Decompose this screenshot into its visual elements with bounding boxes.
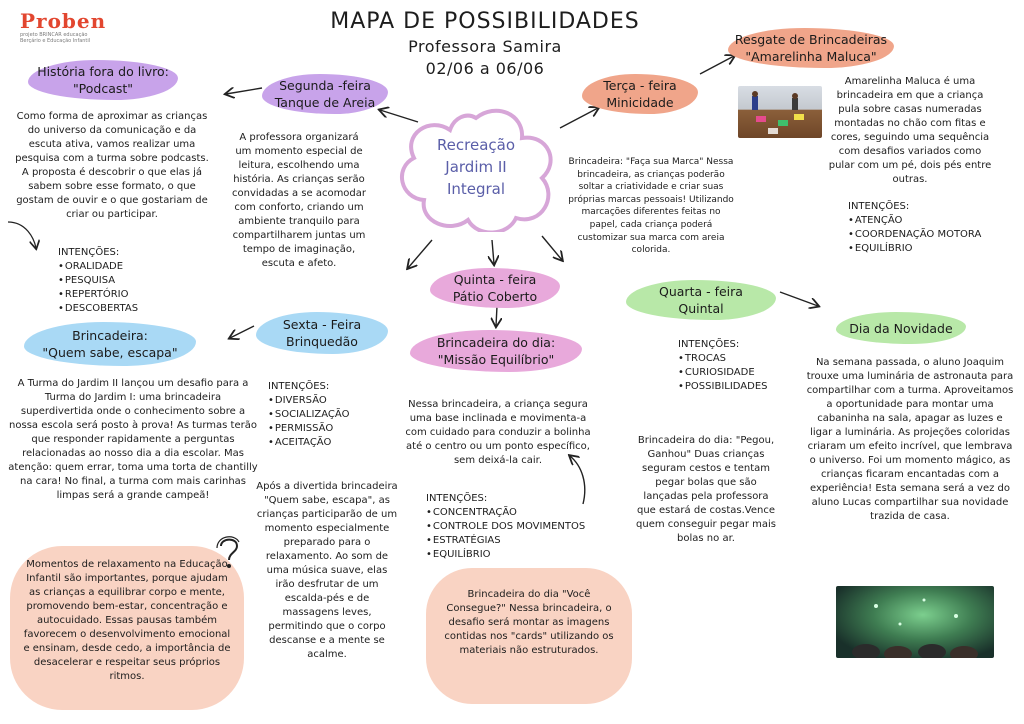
date-range: 02/06 a 06/06: [425, 59, 545, 78]
arrow-to-thursday-game: [496, 305, 497, 326]
novelty-title: Dia da Novidade: [849, 320, 953, 336]
monday-tag: Segunda -feira Tanque de Areia: [262, 74, 388, 114]
monday-day: Segunda -feira: [279, 78, 371, 93]
friday-tag: Sexta - Feira Brinquedão: [256, 312, 388, 354]
rescue-tag: Resgate de Brincadeiras "Amarelinha Malu…: [728, 28, 894, 68]
center-line-1: Recreação: [436, 136, 516, 154]
wednesday-intention: TROCAS: [678, 352, 798, 366]
monday-intentions: INTENÇÕES: ORALIDADE PESQUISA REPERTÓRIO…: [58, 246, 188, 316]
thursday-intentions-title: INTENÇÕES:: [426, 493, 488, 504]
logo: Proben projeto BRINCAR educação Berçário…: [20, 10, 120, 44]
wednesday-intention: CURIOSIDADE: [678, 366, 798, 380]
arrow-to-friday: [408, 239, 433, 268]
tuesday-intentions: INTENÇÕES: ATENÇÃO COORDENAÇÃO MOTORA EQ…: [848, 200, 998, 256]
arrow-to-intentions: [7, 221, 36, 248]
arrow-to-tuesday: [559, 108, 598, 129]
tuesday-intention: EQUILÍBRIO: [848, 242, 998, 256]
novelty-text: Na semana passada, o aluno Joaquim troux…: [806, 357, 1014, 522]
wednesday-intentions: INTENÇÕES: TROCAS CURIOSIDADE POSSIBILID…: [678, 338, 798, 394]
thursday-game-subtitle: "Missão Equilíbrio": [437, 352, 555, 367]
logo-name: Proben: [20, 9, 107, 33]
header: MAPA DE POSSIBILIDADES Professora Samira…: [300, 8, 670, 80]
monday-intention: DESCOBERTAS: [58, 302, 188, 316]
monday-place: Tanque de Areia: [274, 95, 376, 110]
friday-relax-text: Após a divertida brincadeira "Quem sabe,…: [256, 481, 398, 660]
rescue-text: Amarelinha Maluca é uma brincadeira em q…: [828, 76, 992, 185]
friday-intention: SOCIALIZAÇÃO: [268, 408, 388, 422]
arrow-to-rescue: [699, 56, 734, 75]
story-subtitle: "Podcast": [72, 81, 134, 96]
thursday-place: Pátio Coberto: [452, 289, 538, 304]
thursday-intention: ESTRATÉGIAS: [426, 534, 596, 548]
hopscotch-photo: [738, 86, 822, 138]
friday-day: Sexta - Feira: [282, 317, 362, 332]
center-label: Recreação Jardim II Integral: [412, 134, 540, 200]
thursday-intentions: INTENÇÕES: CONCENTRAÇÃO CONTROLE DOS MOV…: [426, 492, 596, 562]
tuesday-intentions-title: INTENÇÕES:: [848, 201, 910, 212]
thursday-tag: Quinta - feira Pátio Coberto: [430, 268, 560, 308]
thursday-game-text: Nessa brincadeira, a criança segura uma …: [405, 399, 591, 466]
wednesday-tag: Quarta - feira Quintal: [626, 280, 776, 320]
friday-intention: DIVERSÃO: [268, 394, 388, 408]
wednesday-intention: POSSIBILIDADES: [678, 380, 798, 394]
novelty-photo: [836, 586, 994, 658]
center-line-2: Jardim II: [445, 158, 507, 176]
center-line-3: Integral: [446, 180, 506, 198]
monday-text: A professora organizará um momento espec…: [231, 132, 367, 269]
arrow-to-thursday: [492, 239, 494, 264]
wednesday-place: Quintal: [678, 301, 724, 316]
page-title: MAPA DE POSSIBILIDADES: [330, 9, 640, 34]
arrow-to-novelty: [779, 291, 818, 306]
thursday-day: Quinta - feira: [453, 272, 537, 287]
rescue-title: Resgate de Brincadeiras: [734, 32, 888, 47]
arrow-to-story: [226, 88, 263, 94]
thursday-game-title: Brincadeira do dia:: [436, 335, 556, 350]
friday-intentions-title: INTENÇÕES:: [268, 381, 330, 392]
novelty-tag: Dia da Novidade: [836, 312, 966, 344]
monday-intentions-title: INTENÇÕES:: [58, 247, 120, 258]
friday-game-title: Brincadeira:: [72, 328, 148, 343]
wednesday-intentions-title: INTENÇÕES:: [678, 339, 740, 350]
center-cloud: [400, 108, 553, 232]
wednesday-day: Quarta - feira: [659, 284, 743, 299]
novelty-photo-art: [852, 598, 978, 658]
friday-bubble: [10, 546, 244, 710]
hopscotch-photo-art: [752, 91, 804, 134]
wednesday-game-text: Brincadeira do dia: "Pegou, Ganhou" Duas…: [636, 435, 776, 544]
monday-intention: REPERTÓRIO: [58, 288, 188, 302]
tuesday-intention: COORDENAÇÃO MOTORA: [848, 228, 998, 242]
logo-tagline-1: projeto BRINCAR educação: [20, 32, 88, 38]
thursday-intention: CONTROLE DOS MOVIMENTOS: [426, 520, 596, 534]
tuesday-tag: Terça - feira Minicidade: [582, 74, 698, 114]
friday-intention: ACEITAÇÃO: [268, 436, 388, 450]
friday-game-text: A Turma do Jardim II lançou um desafio p…: [8, 378, 258, 501]
friday-game-subtitle: "Quem sabe, escapa": [42, 345, 178, 360]
friday-bubble-text: Momentos de relaxamento na Educação Infa…: [23, 559, 231, 682]
thursday-bubble-text: Brincadeira do dia "Você Consegue?" Ness…: [444, 589, 614, 656]
arrow-to-wednesday: [541, 235, 562, 260]
friday-game-tag: Brincadeira: "Quem sabe, escapa": [24, 322, 196, 366]
question-mark-icon: [216, 536, 240, 568]
friday-intention: PERMISSÃO: [268, 422, 388, 436]
friday-intentions: INTENÇÕES: DIVERSÃO SOCIALIZAÇÃO PERMISS…: [268, 380, 388, 450]
story-text: Como forma de aproximar as crianças do u…: [15, 111, 209, 220]
thursday-intention: CONCENTRAÇÃO: [426, 506, 596, 520]
rescue-subtitle: "Amarelinha Maluca": [745, 49, 877, 64]
friday-place: Brinquedão: [286, 334, 358, 349]
monday-intention: PESQUISA: [58, 274, 188, 288]
tuesday-text: Brincadeira: "Faça sua Marca" Nessa brin…: [568, 157, 734, 256]
tuesday-place: Minicidade: [606, 95, 674, 110]
thursday-intention: EQUILÍBRIO: [426, 548, 596, 562]
story-tag: História fora do livro: "Podcast": [28, 60, 178, 100]
thursday-bubble: [426, 568, 632, 704]
monday-intention: ORALIDADE: [58, 260, 188, 274]
story-title: História fora do livro:: [37, 64, 169, 79]
logo-tagline-2: Berçário e Educação Infantil: [20, 38, 91, 44]
arrow-to-friday-game: [230, 325, 255, 338]
teacher-name: Professora Samira: [408, 37, 562, 56]
tuesday-intention: ATENÇÃO: [848, 214, 998, 228]
tuesday-day: Terça - feira: [603, 78, 677, 93]
thursday-game-tag: Brincadeira do dia: "Missão Equilíbrio": [410, 330, 582, 372]
